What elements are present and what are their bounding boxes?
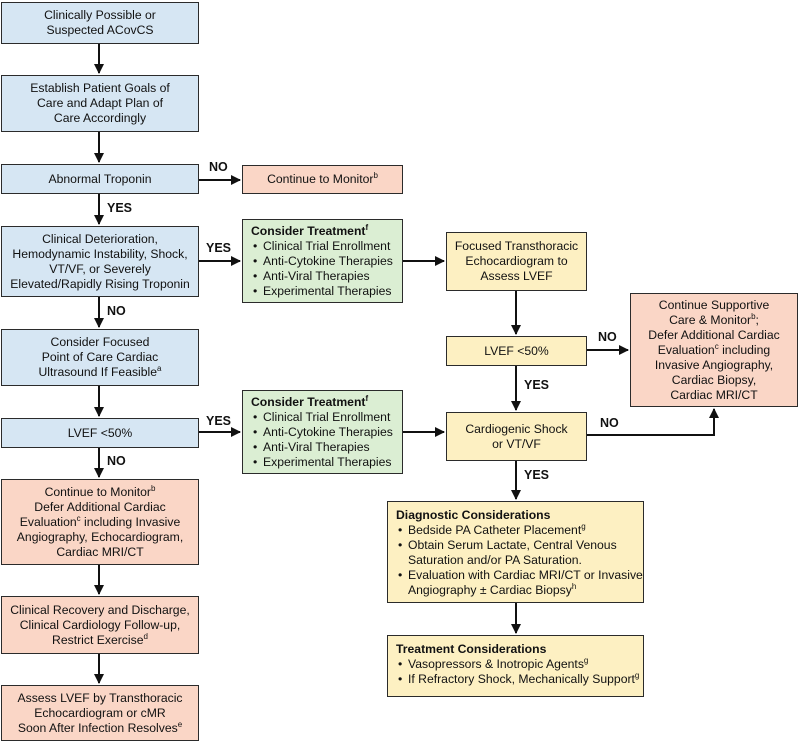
edge-label-no: NO [107, 304, 126, 318]
edge-label-no: NO [598, 330, 617, 344]
edge-label-yes: YES [107, 201, 133, 215]
edge-label-no: NO [600, 416, 619, 430]
node-lvef-left: LVEF <50% [1, 418, 199, 448]
node-establish-goals: Establish Patient Goals of Care and Adap… [1, 75, 199, 132]
treatment-considerations-list: Vasopressors & Inotropic Agentsg If Refr… [396, 656, 639, 687]
diagnostic-list: Bedside PA Catheter Placementg Obtain Se… [396, 522, 643, 598]
list-item: Anti-Viral Therapies [251, 269, 396, 284]
list-item: Anti-Cytokine Therapies [251, 425, 396, 440]
node-clinical-deterioration: Clinical Deterioration, Hemodynamic Inst… [1, 226, 199, 297]
treatment-list: Clinical Trial Enrollment Anti-Cytokine … [251, 239, 396, 299]
list-item: Experimental Therapies [251, 455, 396, 470]
node-treatment-considerations: Treatment Considerations Vasopressors & … [387, 635, 644, 697]
node-suspected-acovcs: Clinically Possible or Suspected ACovCS [1, 2, 199, 44]
edge-label-yes: YES [206, 241, 232, 255]
node-point-of-care-ultrasound: Consider Focused Point of Care Cardiac U… [1, 329, 199, 386]
list-item: Vasopressors & Inotropic Agentsg [396, 656, 637, 672]
list-item: Anti-Cytokine Therapies [251, 254, 396, 269]
node-diagnostic-considerations: Diagnostic Considerations Bedside PA Cat… [387, 501, 644, 603]
node-continue-supportive-care: Continue Supportive Care & Monitorb; Def… [630, 293, 798, 407]
treatment-list: Clinical Trial Enrollment Anti-Cytokine … [251, 410, 396, 470]
node-consider-treatment-1: Consider Treatmentf Clinical Trial Enrol… [242, 219, 403, 303]
list-item: Evaluation with Cardiac MRI/CT or Invasi… [396, 568, 643, 598]
edge-label-no: NO [209, 160, 228, 174]
edge-label-yes: YES [524, 468, 550, 482]
list-item: Anti-Viral Therapies [251, 440, 396, 455]
node-abnormal-troponin: Abnormal Troponin [1, 164, 199, 194]
list-item: Bedside PA Catheter Placementg [396, 522, 637, 538]
edge-label-yes: YES [524, 378, 550, 392]
edge-label-no: NO [107, 454, 126, 468]
list-item: Experimental Therapies [251, 284, 396, 299]
node-cardiogenic-shock: Cardiogenic Shock or VT/VF [446, 412, 587, 461]
node-assess-lvef: Assess LVEF by Transthoracic Echocardiog… [1, 685, 199, 741]
list-item: Obtain Serum Lactate, Central VenousSatu… [396, 538, 637, 568]
list-item: Clinical Trial Enrollment [251, 239, 396, 254]
list-item: Clinical Trial Enrollment [251, 410, 396, 425]
list-item: If Refractory Shock, Mechanically Suppor… [396, 671, 639, 687]
node-continue-monitor-top: Continue to Monitorb [242, 165, 403, 194]
node-lvef-right: LVEF <50% [446, 336, 587, 366]
node-clinical-recovery: Clinical Recovery and Discharge, Clinica… [1, 596, 199, 654]
arrow-shock-no-supportive [587, 408, 719, 436]
node-consider-treatment-2: Consider Treatmentf Clinical Trial Enrol… [242, 390, 403, 474]
node-continue-monitor-left: Continue to Monitorb Defer Additional Ca… [1, 479, 199, 565]
node-focused-tte: Focused Transthoracic Echocardiogram to … [446, 232, 587, 291]
edge-label-yes: YES [206, 414, 232, 428]
